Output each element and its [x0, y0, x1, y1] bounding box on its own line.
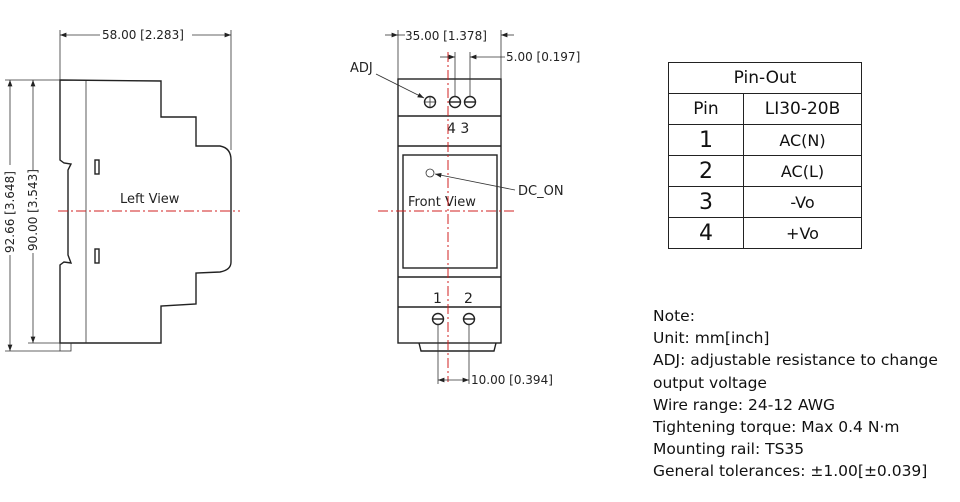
pinout-title: Pin-Out — [668, 62, 862, 94]
header-pin: Pin — [668, 93, 744, 125]
note-line: Wire range: 24-12 AWG — [653, 395, 836, 414]
table-row: 3-Vo — [668, 186, 862, 218]
pin-function: +Vo — [743, 217, 862, 249]
left-view-outline — [59, 79, 232, 344]
pin-function: -Vo — [743, 186, 862, 218]
pin-number: 3 — [668, 186, 744, 218]
note-line: General tolerances: ±1.00[±0.039] — [653, 462, 928, 481]
table-row: 4+Vo — [668, 217, 862, 249]
left-view-label: Left View — [120, 192, 180, 207]
dim-height-total: 92.66 [3.648] — [3, 171, 17, 253]
table-header-row: Pin LI30-20B — [668, 93, 862, 125]
dim-width: 58.00 [2.283] — [102, 28, 184, 42]
terminal-2-label: 2 — [464, 291, 473, 307]
pin-number: 4 — [668, 217, 744, 249]
front-view-label: Front View — [408, 195, 476, 210]
rail-clip-foot — [59, 342, 72, 352]
terminal-screw-1-icon — [431, 312, 445, 326]
header-model: LI30-20B — [743, 93, 862, 125]
notes: Note: Unit: mm[inch] ADJ: adjustable res… — [653, 305, 938, 483]
adj-label: ADJ — [350, 61, 373, 76]
dc-on-label: DC_ON — [518, 184, 564, 199]
note-line: Unit: mm[inch] — [653, 329, 770, 348]
dc-on-led-icon — [425, 168, 435, 178]
note-line: ADJ: adjustable resistance to change — [653, 351, 938, 370]
note-line: output voltage — [653, 373, 767, 392]
front-view: 4 3 1 2 Front View ADJ DC_ON 35.00 [1.37… — [350, 29, 580, 387]
note-line: Note: — [653, 307, 695, 325]
dim-terminal-pitch-top: 5.00 [0.197] — [506, 50, 580, 64]
terminal-screw-3-icon — [463, 95, 477, 109]
dim-front-width: 35.00 [1.378] — [405, 29, 487, 43]
pin-function: AC(L) — [743, 155, 862, 187]
pin-number: 2 — [668, 155, 744, 187]
slot — [94, 248, 100, 264]
terminal-screw-4-icon — [448, 95, 462, 109]
note-line: Tightening torque: Max 0.4 N·m — [653, 418, 900, 437]
terminal-screw-2-icon — [462, 312, 476, 326]
adj-potentiometer-icon — [423, 95, 437, 109]
note-line: Mounting rail: TS35 — [653, 440, 805, 459]
pin-function: AC(N) — [743, 124, 862, 156]
terminal-1-label: 1 — [433, 291, 442, 307]
left-view: Left View 58.00 [2.283] 92.66 [3.648] 90… — [3, 28, 240, 352]
pin-number: 1 — [668, 124, 744, 156]
front-view-outline — [397, 78, 502, 344]
slot — [94, 159, 100, 175]
dim-height-body: 90.00 [3.543] — [26, 169, 40, 251]
dim-terminal-pitch-bottom: 10.00 [0.394] — [471, 373, 553, 387]
terminal-labels-top: 4 3 — [447, 121, 469, 137]
